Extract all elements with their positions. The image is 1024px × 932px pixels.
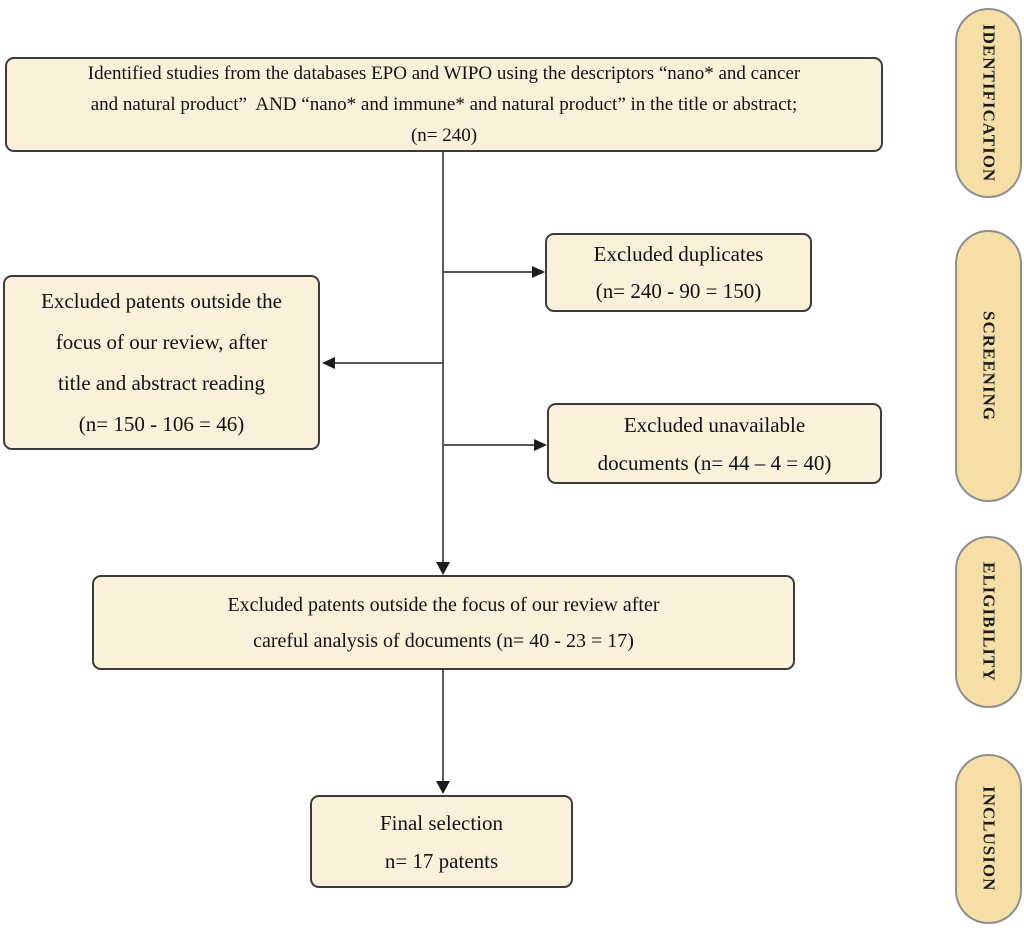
stage-pill-eligibility: ELIGIBILITY [955,536,1022,708]
box-text-line: careful analysis of documents (n= 40 - 2… [253,629,634,652]
box-text-line: (n= 240) [410,125,478,146]
stage-pill-identification: IDENTIFICATION [955,8,1022,198]
box-text-line: Identified studies from the databases EP… [87,63,801,84]
excluded-title-abstract-box: Excluded patents outside the focus of ou… [3,275,320,450]
identified-studies-box: Identified studies from the databases EP… [5,57,883,152]
excluded-careful-analysis-box: Excluded patents outside the focus of ou… [92,575,795,670]
arrowhead-down-to-eligibility [436,562,450,575]
stage-label: IDENTIFICATION [979,23,999,183]
box-text-line: Excluded patents outside the focus of ou… [227,593,660,616]
arrowhead-down-to-final [436,781,450,794]
box-text-line: documents (n= 44 – 4 = 40) [597,450,832,475]
box-text-line: Excluded unavailable [623,412,806,437]
box-text-line: Excluded duplicates [593,241,764,266]
connector-eligibility-to-final [442,670,444,782]
box-text-line: (n= 150 - 106 = 46) [78,411,245,436]
box-text-line: title and abstract reading [58,370,265,395]
stage-label: ELIGIBILITY [979,562,999,682]
box-text-line: n= 17 patents [384,848,499,873]
final-selection-box: Final selection n= 17 patents [310,795,573,888]
connector-to-duplicates [443,271,533,273]
connector-main-vertical [442,152,444,564]
box-text-line: (n= 240 - 90 = 150) [595,278,762,303]
box-text-line: Excluded patents outside the [41,288,282,313]
excluded-duplicates-box: Excluded duplicates (n= 240 - 90 = 150) [545,233,812,312]
stage-pill-inclusion: INCLUSION [955,754,1022,924]
connector-to-title-abstract [334,362,444,364]
excluded-unavailable-box: Excluded unavailable documents (n= 44 – … [547,403,882,484]
connector-to-unavailable [443,444,535,446]
box-text-line: Final selection [379,810,504,835]
stage-pill-screening: SCREENING [955,230,1022,502]
arrowhead-left-title-abstract [322,357,335,369]
arrowhead-right-unavailable [534,439,547,451]
box-text-line: focus of our review, after [55,329,268,354]
stage-label: SCREENING [979,310,999,422]
arrowhead-right-duplicates [532,266,545,278]
box-text-line: and natural product” AND “nano* and immu… [90,94,798,115]
stage-label: INCLUSION [979,786,999,892]
